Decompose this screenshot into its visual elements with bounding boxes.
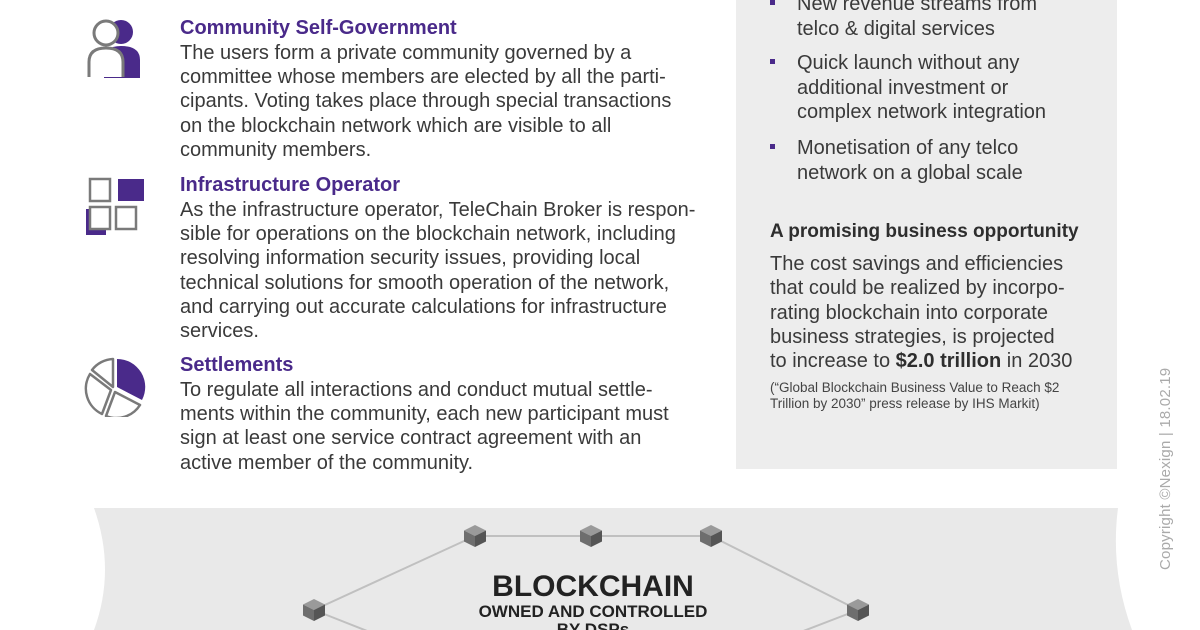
diagram-subtitle-line2: BY DSPs [557,620,629,630]
cube-icon [464,525,486,547]
section-settlements: Settlements To regulate all interactions… [84,353,724,478]
opportunity-source: (“Global Blockchain Business Value to Re… [770,380,1100,412]
opportunity-line: that could be realized by incorpo- [770,277,1065,300]
cube-icon [580,525,602,547]
body-line: technical solutions for smooth operation… [180,271,670,294]
body-line: sign at least one service contract agree… [180,427,642,450]
cube-icon [303,599,325,621]
opportunity-highlight: $2.0 trillion [895,350,1002,373]
section-community-self-government: Community Self-Government The users form… [84,16,724,166]
body-line: and carrying out accurate calculations f… [180,295,667,318]
bullet-text: Quick launch without any additional inve… [797,51,1097,125]
section-infrastructure-operator: Infrastructure Operator As the infrastru… [84,173,724,348]
bullet-line: complex network integration [797,101,1047,123]
body-line: The users form a private community gover… [180,42,632,64]
bullet-marker [770,59,775,64]
benefits-panel: New revenue streams from telco & digital… [736,0,1117,469]
opportunity-title: A promising business opportunity [770,221,1079,242]
section-body: To regulate all interactions and conduct… [180,378,720,475]
source-line: (“Global Blockchain Business Value to Re… [770,380,1060,395]
section-title: Infrastructure Operator [180,174,401,196]
source-line: Trillion by 2030” press release by IHS M… [770,396,1040,411]
diagram-subtitle-line1: OWNED AND CONTROLLED [479,602,708,621]
bullet-line: New revenue streams from [797,0,1038,15]
bullet-line: Quick launch without any [797,52,1020,74]
diagram-title: BLOCKCHAIN [492,570,694,603]
section-title: Settlements [180,354,294,376]
body-line: resolving information security issues, p… [180,247,641,270]
bullet-line: telco & digital services [797,17,995,40]
body-line: To regulate all interactions and conduct… [180,379,653,401]
opportunity-body: The cost savings and efficiencies that c… [770,252,1100,373]
body-line: cipants. Voting takes place through spec… [180,90,672,113]
body-line: As the infrastructure operator, TeleChai… [180,199,696,221]
bullet-line: Monetisation of any telco [797,137,1019,159]
body-line: committee whose members are elected by a… [180,66,666,89]
network-links [313,535,859,630]
section-body: The users form a private community gover… [180,41,720,162]
section-body: As the infrastructure operator, TeleChai… [180,198,720,343]
infrastructure-grid-icon [86,177,144,235]
opportunity-prefix: to increase to [770,350,896,373]
pie-chart-icon [84,357,146,417]
bullet-line: network on a global scale [797,161,1023,184]
users-icon [87,19,140,78]
diagram-background [94,508,1132,630]
bullet-text: Monetisation of any telco network on a g… [797,136,1097,185]
cube-icon [847,599,869,621]
body-line: sible for operations on the blockchain n… [180,223,676,246]
bullet-line: additional investment or [797,76,1009,99]
opportunity-line: business strategies, is projected [770,325,1055,348]
opportunity-suffix: in 2030 [1001,350,1073,373]
bullet-text: New revenue streams from telco & digital… [797,0,1097,41]
cube-icon [700,525,722,547]
body-line: services. [180,320,259,343]
body-line: active member of the community. [180,451,474,474]
section-title: Community Self-Government [180,17,457,39]
bullet-marker [770,0,775,5]
bullet-marker [770,144,775,149]
body-line: on the blockchain network which are visi… [180,114,612,137]
opportunity-line: to increase to $2.0 trillion in 2030 [770,349,1100,373]
blockchain-diagram: BLOCKCHAIN OWNED AND CONTROLLED BY DSPs [94,508,1132,630]
body-line: ments within the community, each new par… [180,403,669,426]
body-line: community members. [180,138,372,161]
opportunity-line: The cost savings and efficiencies [770,253,1064,275]
opportunity-line: rating blockchain into corporate [770,301,1048,324]
